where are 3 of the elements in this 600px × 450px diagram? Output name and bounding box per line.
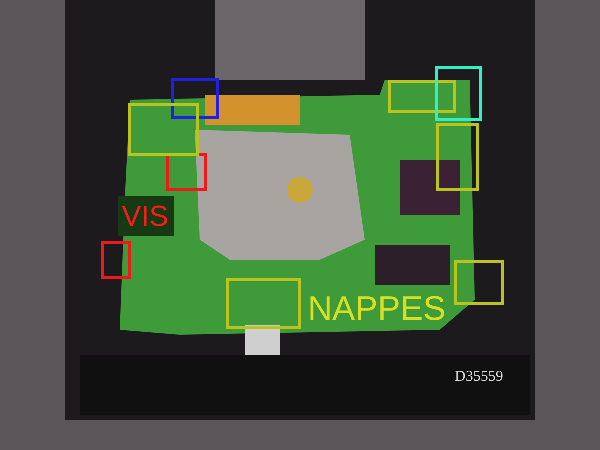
annotation-label: VIS xyxy=(122,203,169,232)
annotation-label: NAPPES xyxy=(308,292,446,326)
sticker-label: D35559 xyxy=(455,370,504,385)
